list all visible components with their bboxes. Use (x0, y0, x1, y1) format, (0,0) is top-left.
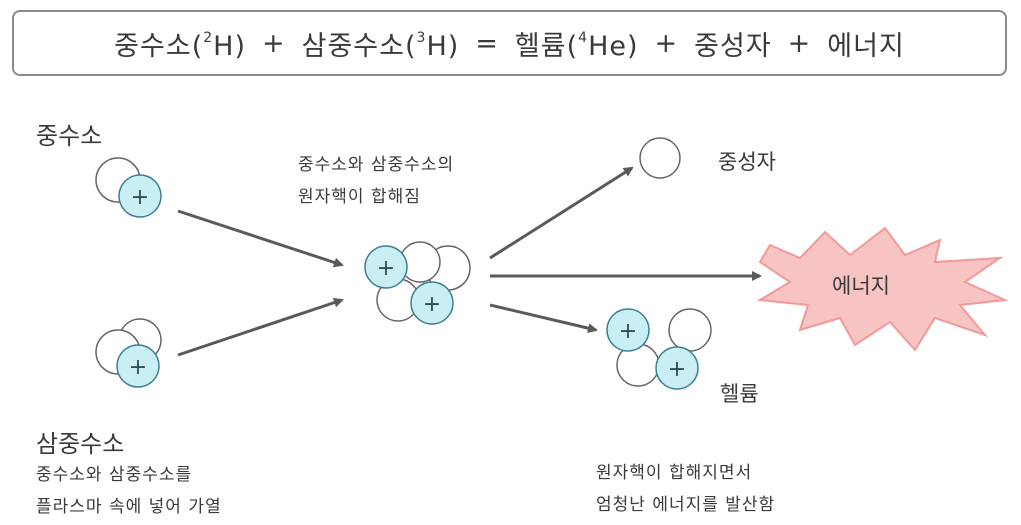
free-neutron (639, 137, 681, 179)
equation-energy: 에너지 (827, 30, 905, 62)
release-line1: 원자핵이 합해지면서 (596, 463, 753, 483)
proton-plus-icon: + (129, 355, 147, 380)
proton (655, 346, 699, 390)
proton (364, 245, 408, 289)
arrow-deuterium-to-fusion (177, 209, 344, 268)
deuterium-nucleus: + (95, 157, 162, 218)
proton-plus-icon: + (377, 256, 395, 281)
proton-plus-icon: + (423, 292, 441, 317)
neutron (668, 308, 712, 352)
proton-plus-icon: + (619, 319, 637, 344)
equation-deuterium: 중수소(2H) (114, 29, 246, 62)
fusion-caption-line1: 중수소와 삼중수소의 (298, 155, 455, 175)
helium-nucleus: + + (606, 308, 712, 390)
proton (118, 174, 162, 218)
method-line1: 중수소와 삼중수소를 (36, 465, 193, 485)
equation-equals: = (475, 27, 499, 59)
label-tritium: 삼중수소 (36, 430, 125, 458)
release-line2: 엄청난 에너지를 발산함 (596, 495, 776, 515)
arrow-to-neutron (489, 166, 634, 260)
equation-plus: + (262, 27, 286, 59)
label-neutron: 중성자 (718, 150, 776, 174)
proton (606, 308, 650, 352)
fusion-cluster: + + (364, 241, 471, 325)
equation-tritium: 삼중수소(3H) (301, 29, 460, 62)
label-energy: 에너지 (832, 274, 890, 298)
proton-plus-icon: + (668, 357, 686, 382)
proton (116, 344, 160, 388)
arrow-to-helium (489, 303, 598, 334)
tritium-nucleus: + (95, 318, 162, 388)
method-line2: 플라스마 속에 넣어 가열 (36, 497, 222, 517)
equation-plus: + (654, 27, 679, 59)
proton (410, 281, 454, 325)
fusion-equation: 중수소(2H) + 삼중수소(3H) = 헬륨(4He) + 중성자 + 에너지 (12, 10, 1007, 76)
equation-neutron: 중성자 (694, 30, 772, 62)
label-deuterium: 중수소 (36, 122, 103, 150)
proton-plus-icon: + (131, 185, 149, 210)
arrow-tritium-to-fusion (177, 297, 344, 357)
energy-burst (756, 226, 1009, 352)
equation-helium: 헬륨(4He) (514, 29, 639, 62)
equation-plus: + (787, 27, 812, 59)
fusion-caption-line2: 원자핵이 합해짐 (298, 187, 421, 207)
label-helium: 헬륨 (720, 382, 759, 406)
